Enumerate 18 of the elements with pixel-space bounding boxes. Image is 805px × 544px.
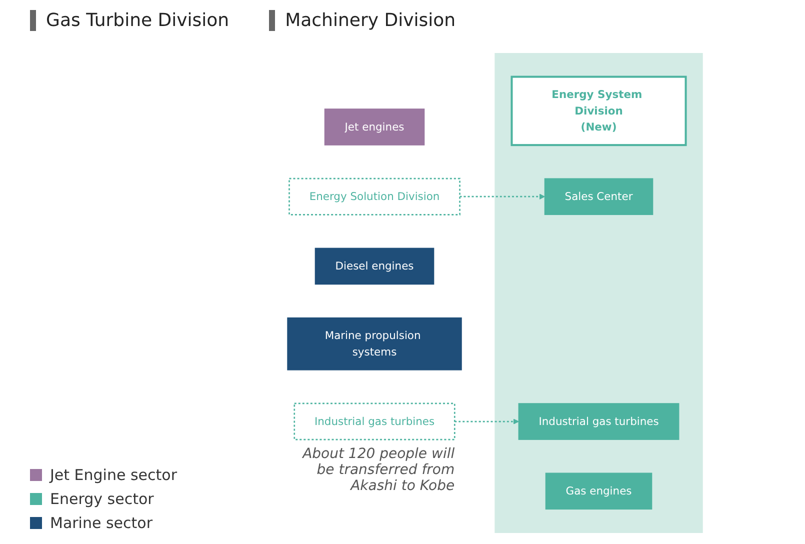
node-box: Jet engines — [324, 108, 425, 146]
node-box: Industrial gas turbines — [294, 402, 456, 440]
arrow — [454, 418, 519, 424]
division-heading: Machinery Division — [269, 10, 456, 31]
legend-label: Jet Engine sector — [50, 466, 177, 484]
node-box: Sales Center — [544, 178, 654, 216]
node-box: Gas engines — [545, 472, 652, 510]
node-box: Energy Solution Division — [288, 178, 460, 216]
legend-label: Energy sector — [50, 490, 154, 508]
legend-label: Marine sector — [50, 514, 152, 532]
note: About 120 people will be transferred from Akashi to Kobe — [301, 446, 455, 494]
node-box: Energy System Division (New) — [510, 76, 687, 146]
cluster — [494, 53, 703, 533]
node-box: Marine propulsion systems — [287, 317, 462, 370]
node-box: Diesel engines — [314, 248, 434, 285]
node-box: Industrial gas turbines — [518, 403, 680, 440]
arrow — [460, 194, 545, 200]
division-heading: Gas Turbine Division — [30, 10, 230, 31]
